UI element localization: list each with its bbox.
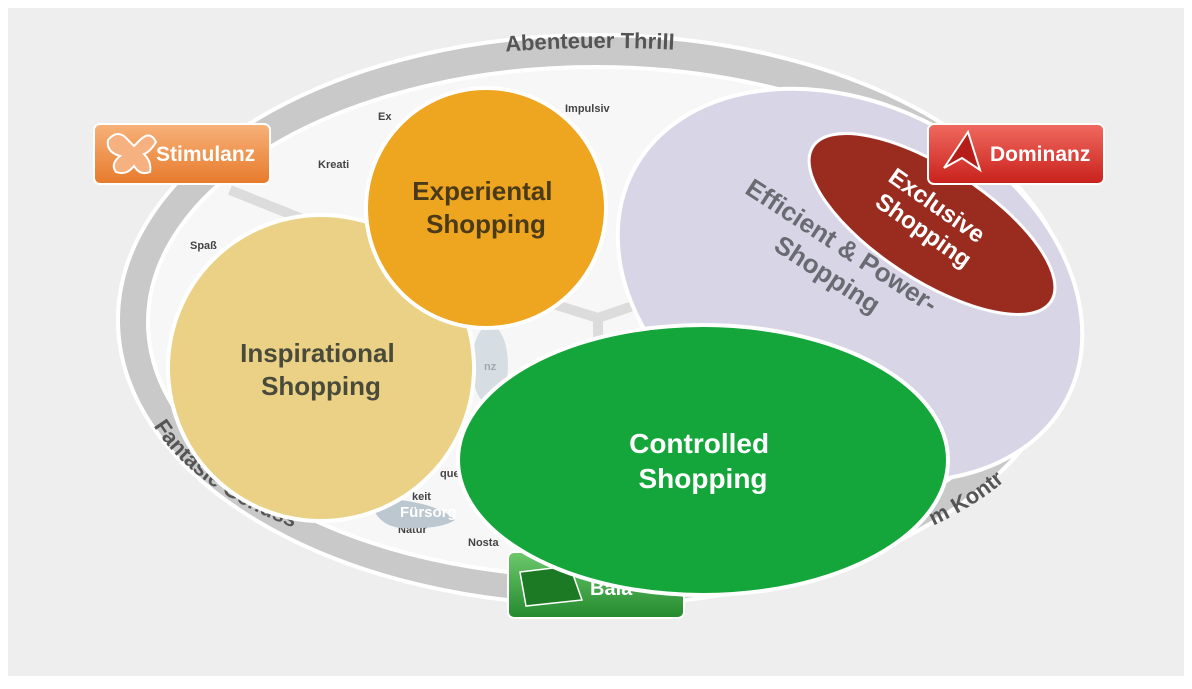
controlled-shopping-bubble — [456, 323, 950, 597]
experiental-shopping-bubble — [364, 86, 608, 330]
ring-label-top: Abenteuer Thrill — [504, 28, 675, 57]
inspirational-shopping-label: Inspirational Shopping — [240, 338, 402, 401]
dominanz-badge-label: Dominanz — [990, 143, 1090, 166]
inner-word-nosta: Nosta — [468, 537, 499, 549]
stimulanz-badge: Stimulanz — [93, 123, 271, 185]
inner-word-group: Ex Impulsiv Kreati Spaß nz que keit Natu… — [190, 103, 611, 549]
experiental-shopping-label: Experiental Shopping — [412, 176, 559, 239]
inner-word-spas: Spaß — [190, 240, 217, 252]
stimulanz-icon — [106, 133, 158, 175]
dominanz-badge: Dominanz — [927, 123, 1105, 185]
inner-word-que: que — [440, 468, 460, 480]
inner-word-kreati: Kreati — [318, 159, 349, 171]
dominanz-icon — [943, 129, 982, 173]
inner-word-impulsiv: Impulsiv — [565, 103, 611, 115]
inner-word-keit: keit — [412, 491, 431, 503]
controlled-shopping-label: Controlled Shopping — [629, 428, 777, 494]
inner-word-fuersorge: Fürsorg — [400, 504, 457, 521]
stimulanz-badge-label: Stimulanz — [156, 143, 255, 166]
inner-word-ex: Ex — [378, 111, 392, 123]
